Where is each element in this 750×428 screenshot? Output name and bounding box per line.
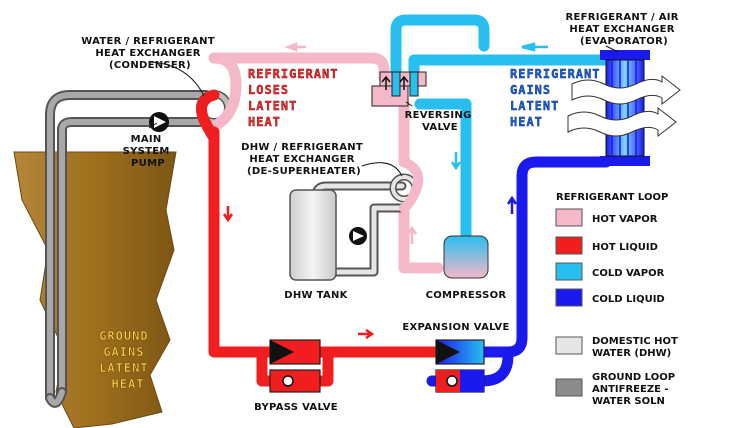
hot-vapor-line — [208, 52, 444, 274]
compressor — [443, 235, 489, 279]
legend-swatch-ground-loop — [555, 378, 583, 397]
flow-arrows — [222, 42, 548, 340]
evaporator-label: REFRIGERANT / AIR HEAT EXCHANGER (EVAPOR… — [565, 12, 682, 47]
legend-label-cold-liquid: COLD LIQUID — [592, 294, 665, 305]
leader-lines — [148, 45, 619, 177]
main-system-pump — [149, 112, 169, 132]
desuperheater-label: DHW / REFRIGERANT HEAT EXCHANGER (DE-SUP… — [241, 142, 367, 177]
cold-vapor-line — [390, 14, 612, 244]
legend-title: REFRIGERANT LOOP — [556, 192, 668, 203]
condenser-heat-exchanger — [196, 52, 242, 144]
expansion-valve — [435, 339, 485, 393]
expansion-valve-label: EXPANSION VALVE — [402, 322, 509, 333]
reversing-valve — [371, 71, 427, 107]
legend-swatch-domestic-hot-water — [555, 336, 583, 355]
bypass-valve — [269, 339, 321, 393]
refrigerant-loses-heat-label: REFRIGERANT LOSES LATENT HEAT — [248, 67, 347, 129]
legend-swatch-cold-vapor — [555, 262, 583, 281]
ground-shape — [13, 151, 177, 428]
legend-label-cold-vapor: COLD VAPOR — [592, 268, 665, 279]
dhw-tank-label: DHW TANK — [284, 290, 348, 301]
bypass-valve-label: BYPASS VALVE — [254, 402, 338, 413]
condenser-label: WATER / REFRIGERANT HEAT EXCHANGER (COND… — [81, 36, 218, 71]
reversing-valve-label: REVERSING VALVE — [405, 110, 476, 133]
legend-items: HOT VAPOR HOT LIQUID COLD VAPOR COLD LIQUID… — [555, 208, 678, 407]
compressor-label: COMPRESSOR — [426, 290, 507, 301]
legend-label-hot-liquid: HOT LIQUID — [592, 242, 658, 253]
legend-swatch-hot-vapor — [555, 208, 583, 227]
ground-loop-pipe — [45, 90, 211, 408]
airflow-arrows — [567, 74, 681, 138]
desuperheater — [389, 157, 424, 213]
refrigerant-gains-heat-label: REFRIGERANT GAINS LATENT HEAT — [510, 67, 609, 129]
evaporator — [600, 50, 650, 166]
dhw-pump — [349, 227, 367, 245]
legend-swatch-hot-liquid — [555, 236, 583, 255]
main-system-pump-label: MAIN SYSTEM PUMP — [123, 134, 174, 169]
legend-swatch-cold-liquid — [555, 288, 583, 307]
dhw-tank — [289, 189, 337, 281]
legend: REFRIGERANT LOOP HOT VAPOR HOT LIQUID COLD… — [555, 192, 678, 407]
legend-label-hot-vapor: HOT VAPOR — [592, 214, 658, 225]
ground-gains-heat-label: GROUND GAINS LATENT HEAT — [99, 329, 157, 391]
